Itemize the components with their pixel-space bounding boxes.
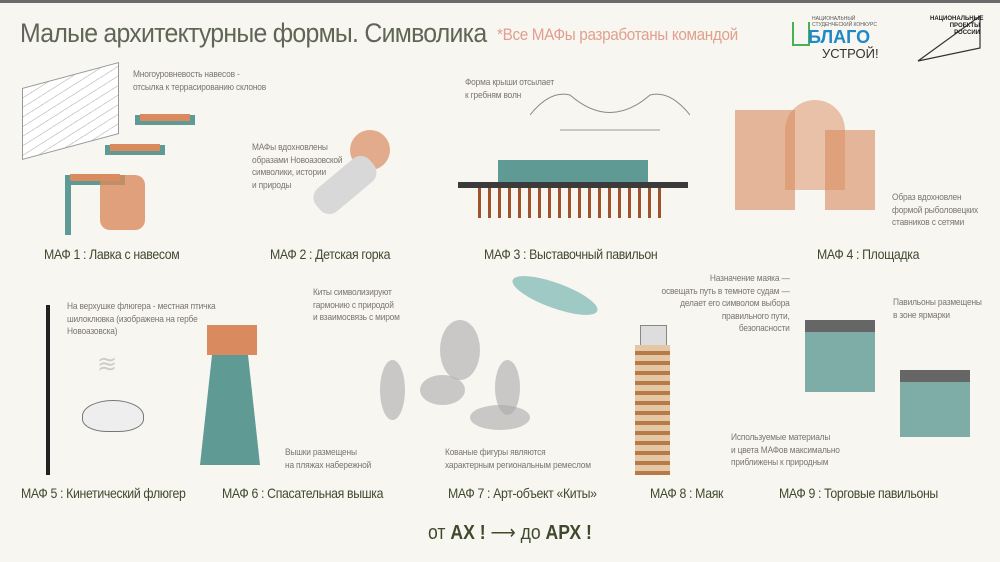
slogan-arx: АРХ ! [545,522,592,544]
national-projects-logo: НАЦИОНАЛЬНЫЕ ПРОЕКТЫ РОССИИ [910,14,984,62]
blago-logo-word: БЛАГО [808,27,871,47]
item-8-note-2: Используемые материалы и цвета МАФов мак… [731,432,840,468]
slide-illustration [300,130,430,230]
item-2-label: МАФ 2 : Детская горка [270,246,391,262]
item-4-label: МАФ 4 : Площадка [817,246,920,262]
playground-nets-illustration [735,100,885,220]
weathervane-illustration [46,305,50,475]
pavilion-illustration [458,160,688,220]
blago-logo: НАЦИОНАЛЬНЫЙ СТУДЕНЧЕСКИЙ КОНКУРС БЛАГО … [790,14,885,62]
item-3-note: Форма крыши отсылает к гребням волн [465,77,554,101]
item-8-label: МАФ 8 : Маяк [650,485,724,501]
top-border [0,0,1000,3]
slogan-to: до [520,522,541,544]
item-8-note: Назначение маяка — освещать путь в темно… [661,273,790,334]
wind-icon: ≋ [97,351,118,378]
arrow-right-icon: ⟶ [490,522,516,544]
item-4-note: Образ вдохновлен формой рыболовецких ста… [892,192,979,228]
item-7-note-2: Кованые фигуры являются характерным реги… [445,447,591,471]
item-3-label: МАФ 3 : Выставочный павильон [484,246,658,262]
national-projects-text: НАЦИОНАЛЬНЫЕ ПРОЕКТЫ РОССИИ [930,16,984,36]
whale-sculptures-illustration [380,320,560,440]
trade-pavilions-illustration [805,320,975,440]
slogan-ax: АХ ! [450,522,486,544]
item-7-label: МАФ 7 : Арт-объект «Киты» [448,485,597,501]
item-5-label: МАФ 5 : Кинетический флюгер [21,485,186,501]
national-projects-mark [917,14,981,62]
item-1-label: МАФ 1 : Лавка с навесом [44,246,180,262]
bench-with-canopy-illustration [60,110,210,240]
item-9-label: МАФ 9 : Торговые павильоны [779,485,938,501]
slogan: от АХ ! ⟶ до АРХ ! [428,520,592,545]
item-6-note: Вышки размещены на пляжах набережной [285,447,372,471]
item-1-note: Многоуровневость навесов - отсылка к тер… [133,69,267,93]
item-5-note: На верхушке флюгера - местная птичка шил… [67,301,216,337]
page-subtitle: *Все МАФы разработаны командой [497,25,738,44]
wave-diagram [529,85,691,140]
lifeguard-tower-illustration [195,325,265,465]
item-9-note: Павильоны размещены в зоне ярмарки [893,297,982,321]
avocet-bird-illustration [82,400,144,432]
page-title: Малые архитектурные формы. Символика [20,18,487,48]
house-icon [792,22,810,46]
blago-logo-word2: УСТРОЙ! [822,46,879,61]
slogan-from: от [428,522,446,544]
lighthouse-illustration [630,325,675,475]
item-7-note: Киты символизируют гармонию с природой и… [313,287,400,323]
blago-logo-small-text: НАЦИОНАЛЬНЫЙ СТУДЕНЧЕСКИЙ КОНКУРС [812,16,877,28]
item-6-label: МАФ 6 : Спасательная вышка [222,485,384,501]
item-2-note: МАФы вдохновлены образами Новоазовской с… [252,142,343,191]
whale-illustration [508,268,602,323]
